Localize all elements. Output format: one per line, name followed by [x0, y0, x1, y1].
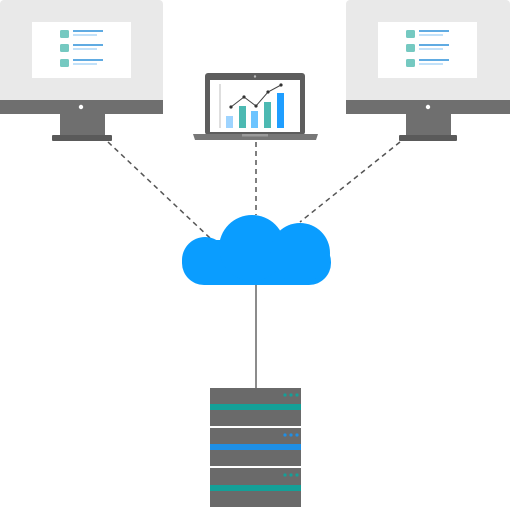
monitor-left: [0, 0, 163, 141]
checklist-icon: [406, 30, 449, 67]
cloud-icon: [182, 215, 331, 285]
server-rack-icon: [210, 388, 301, 507]
bar-chart-icon: [219, 84, 284, 128]
link-left-monitor-to-cloud: [107, 141, 211, 239]
laptop-center: [193, 73, 318, 140]
trend-line-icon: [229, 83, 283, 109]
desktop-monitor-icon: [346, 0, 510, 141]
laptop-icon: [193, 73, 318, 140]
connections: [107, 141, 401, 388]
monitor-right: [346, 0, 510, 141]
desktop-monitor-icon: [0, 0, 163, 141]
cloud: [182, 215, 331, 285]
checklist-icon: [60, 30, 103, 67]
server-rack: [210, 388, 301, 507]
link-right-monitor-to-cloud: [299, 141, 401, 223]
